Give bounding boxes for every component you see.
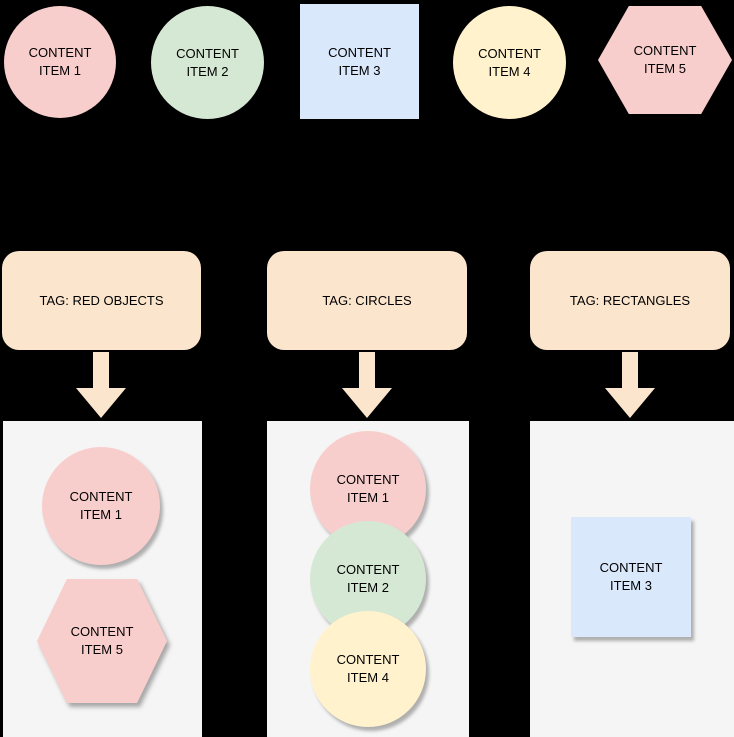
label-line: ITEM 5 (81, 642, 123, 657)
content-item-5-hexagon: CONTENT ITEM 5 (598, 6, 732, 114)
hexagon-shape: CONTENT ITEM 5 (37, 579, 167, 703)
label-line: CONTENT (69, 489, 133, 505)
label-line: CONTENT (599, 560, 663, 576)
label-line: ITEM 1 (347, 490, 389, 505)
grouped-content-item-1-label: CONTENT ITEM 1 (337, 471, 400, 506)
grouped-content-item-2-label: CONTENT ITEM 2 (337, 561, 400, 596)
label-line: ITEM 4 (347, 670, 389, 685)
hexagon-shape: CONTENT ITEM 5 (598, 6, 732, 114)
label-line: ITEM 1 (80, 507, 122, 522)
tag-circles: TAG: CIRCLES (267, 251, 467, 350)
tag-red-objects-label: TAG: RED OBJECTS (39, 293, 164, 308)
grouped-content-item-2-circle: CONTENT ITEM 2 (310, 521, 426, 637)
label-line: CONTENT (336, 652, 400, 668)
content-item-4-circle: CONTENT ITEM 4 (453, 6, 566, 119)
grouped-content-item-3-square: CONTENT ITEM 3 (571, 517, 691, 637)
grouped-content-item-3-label: CONTENT ITEM 3 (600, 559, 663, 594)
label-line: ITEM 3 (610, 578, 652, 593)
label-line: CONTENT (478, 45, 541, 61)
content-item-3-square: CONTENT ITEM 3 (300, 4, 419, 119)
grouped-content-item-5-hexagon: CONTENT ITEM 5 (37, 579, 167, 703)
label-line: ITEM 2 (347, 580, 389, 595)
arrow-down-icon (76, 352, 126, 418)
grouped-content-item-5-label: CONTENT ITEM 5 (71, 623, 134, 658)
group-panel-red-objects: CONTENT ITEM 1 CONTENT ITEM 5 (3, 421, 202, 737)
label-line: CONTENT (28, 45, 92, 61)
content-item-2-label: CONTENT ITEM 2 (176, 45, 239, 80)
content-item-1-label: CONTENT ITEM 1 (29, 44, 92, 79)
grouped-content-item-1-label: CONTENT ITEM 1 (70, 488, 133, 523)
group-panel-circles: CONTENT ITEM 1 CONTENT ITEM 2 CONTENT IT… (267, 421, 469, 737)
label-line: CONTENT (176, 45, 239, 61)
tag-red-objects: TAG: RED OBJECTS (2, 251, 201, 350)
label-line: CONTENT (70, 624, 134, 640)
label-line: ITEM 3 (338, 62, 381, 78)
arrow-down-icon (342, 352, 392, 418)
label-line: CONTENT (336, 472, 400, 488)
grouped-content-item-4-circle: CONTENT ITEM 4 (310, 611, 426, 727)
group-panel-rectangles: CONTENT ITEM 3 (530, 421, 734, 737)
arrow-down-icon (605, 352, 655, 418)
label-line: CONTENT (328, 44, 391, 60)
label-line: CONTENT (633, 43, 697, 59)
tag-rectangles-label: TAG: RECTANGLES (569, 293, 691, 308)
label-line: ITEM 4 (488, 63, 531, 79)
content-item-4-label: CONTENT ITEM 4 (478, 45, 541, 80)
label-line: CONTENT (336, 562, 400, 578)
label-line: ITEM 1 (39, 63, 81, 78)
content-item-1-circle: CONTENT ITEM 1 (4, 6, 116, 118)
label-line: ITEM 2 (186, 63, 229, 79)
content-item-3-label: CONTENT ITEM 3 (328, 44, 391, 79)
content-item-5-label: CONTENT ITEM 5 (634, 42, 697, 77)
grouped-content-item-4-label: CONTENT ITEM 4 (337, 651, 400, 686)
label-line: ITEM 5 (644, 61, 686, 76)
tag-rectangles: TAG: RECTANGLES (530, 251, 730, 350)
content-item-2-circle: CONTENT ITEM 2 (151, 6, 264, 119)
grouped-content-item-1-circle: CONTENT ITEM 1 (42, 447, 160, 565)
tag-circles-label: TAG: CIRCLES (322, 293, 412, 308)
